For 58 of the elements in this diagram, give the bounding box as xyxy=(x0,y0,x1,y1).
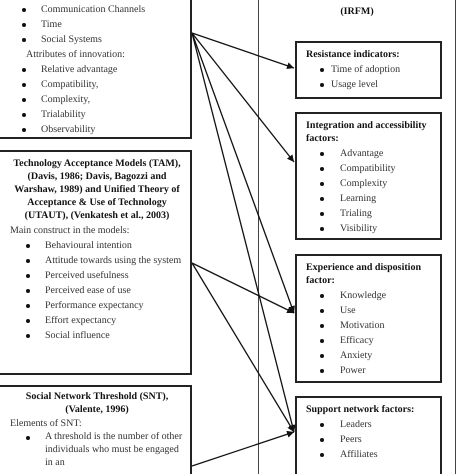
bullet-item: Observability xyxy=(22,122,186,137)
arrow xyxy=(191,32,295,314)
bullet-item: Complexity, xyxy=(22,92,186,107)
bullet-item: Anxiety xyxy=(320,348,436,363)
bullet-item: Social influence xyxy=(26,328,184,343)
bullet-item: Complexity xyxy=(320,176,436,191)
bullet-item: Motivation xyxy=(320,318,436,333)
heading: Experience and disposition factor: xyxy=(306,261,422,287)
bullet-item: Learning xyxy=(320,191,436,206)
framework-panel xyxy=(258,0,456,474)
bullet-item: Behavioural intention xyxy=(26,238,184,253)
bullet-item: Leaders xyxy=(320,417,436,432)
bullet-item: Time xyxy=(22,17,186,32)
bullet-item: Perceived ease of use xyxy=(26,283,184,298)
bullet-item: Time of adoption xyxy=(320,62,436,77)
bullet-item: Communication Channels xyxy=(22,2,186,17)
bullet-item: Trialing xyxy=(320,206,436,221)
heading: Integration and accessibility factors: xyxy=(306,119,428,145)
bullet-item: Trialability xyxy=(22,107,186,122)
text-box xyxy=(295,112,442,240)
bullet-item: Effort expectancy xyxy=(26,313,184,328)
bullet-item: Performance expectancy xyxy=(26,298,184,313)
heading: Resistance indicators: xyxy=(306,48,401,61)
arrow xyxy=(191,32,296,432)
bullet-item: Visibility xyxy=(320,221,436,236)
text-box xyxy=(0,150,192,375)
text-box xyxy=(0,385,192,474)
text: Main construct in the models: xyxy=(10,224,130,238)
text-box xyxy=(295,254,442,383)
bullet-item: Relative advantage xyxy=(22,62,186,77)
arrow xyxy=(192,32,294,162)
heading: (IRFM) xyxy=(339,5,375,18)
arrow xyxy=(192,430,294,467)
bullet-item: Advantage xyxy=(320,146,436,161)
text: Elements of SNT: xyxy=(10,417,83,430)
bullet-item: Perceived usefulness xyxy=(26,268,184,283)
bullet-item: Compatibility, xyxy=(22,77,186,92)
bullet-item: Efficacy xyxy=(320,333,436,348)
heading: Support network factors: xyxy=(306,403,416,416)
bullet-item: Peers xyxy=(320,432,436,447)
arrow xyxy=(191,262,295,432)
bullet-item: A threshold is the number of other individuals who must be engaged in an xyxy=(26,430,184,469)
arrow xyxy=(192,32,294,70)
heading: Social Network Threshold (SNT), (Valente, 1996) xyxy=(24,390,170,416)
bullet-item: Knowledge xyxy=(320,288,436,303)
bullet-item: Social Systems xyxy=(22,32,186,47)
bullet-item: Use xyxy=(320,303,436,318)
text: Attributes of innovation: xyxy=(26,48,126,62)
text-box xyxy=(295,396,442,474)
bullet-item: Usage level xyxy=(320,77,436,92)
text-box xyxy=(295,41,442,99)
arrow xyxy=(192,262,294,314)
bullet-item: Attitude towards using the system xyxy=(26,253,184,268)
bullet-item: Power xyxy=(320,363,436,378)
bullet-item: Affiliates xyxy=(320,447,436,462)
text-box xyxy=(0,0,192,139)
heading: Technology Acceptance Models (TAM), (Davis, 1986; Davis, Bagozzi and Warshaw, 1989) and Unified Theory of Acceptance & Use of Technology (UTAUT), (Venkatesh et al., 2003) xyxy=(12,157,182,222)
bullet-item: Compatibility xyxy=(320,161,436,176)
